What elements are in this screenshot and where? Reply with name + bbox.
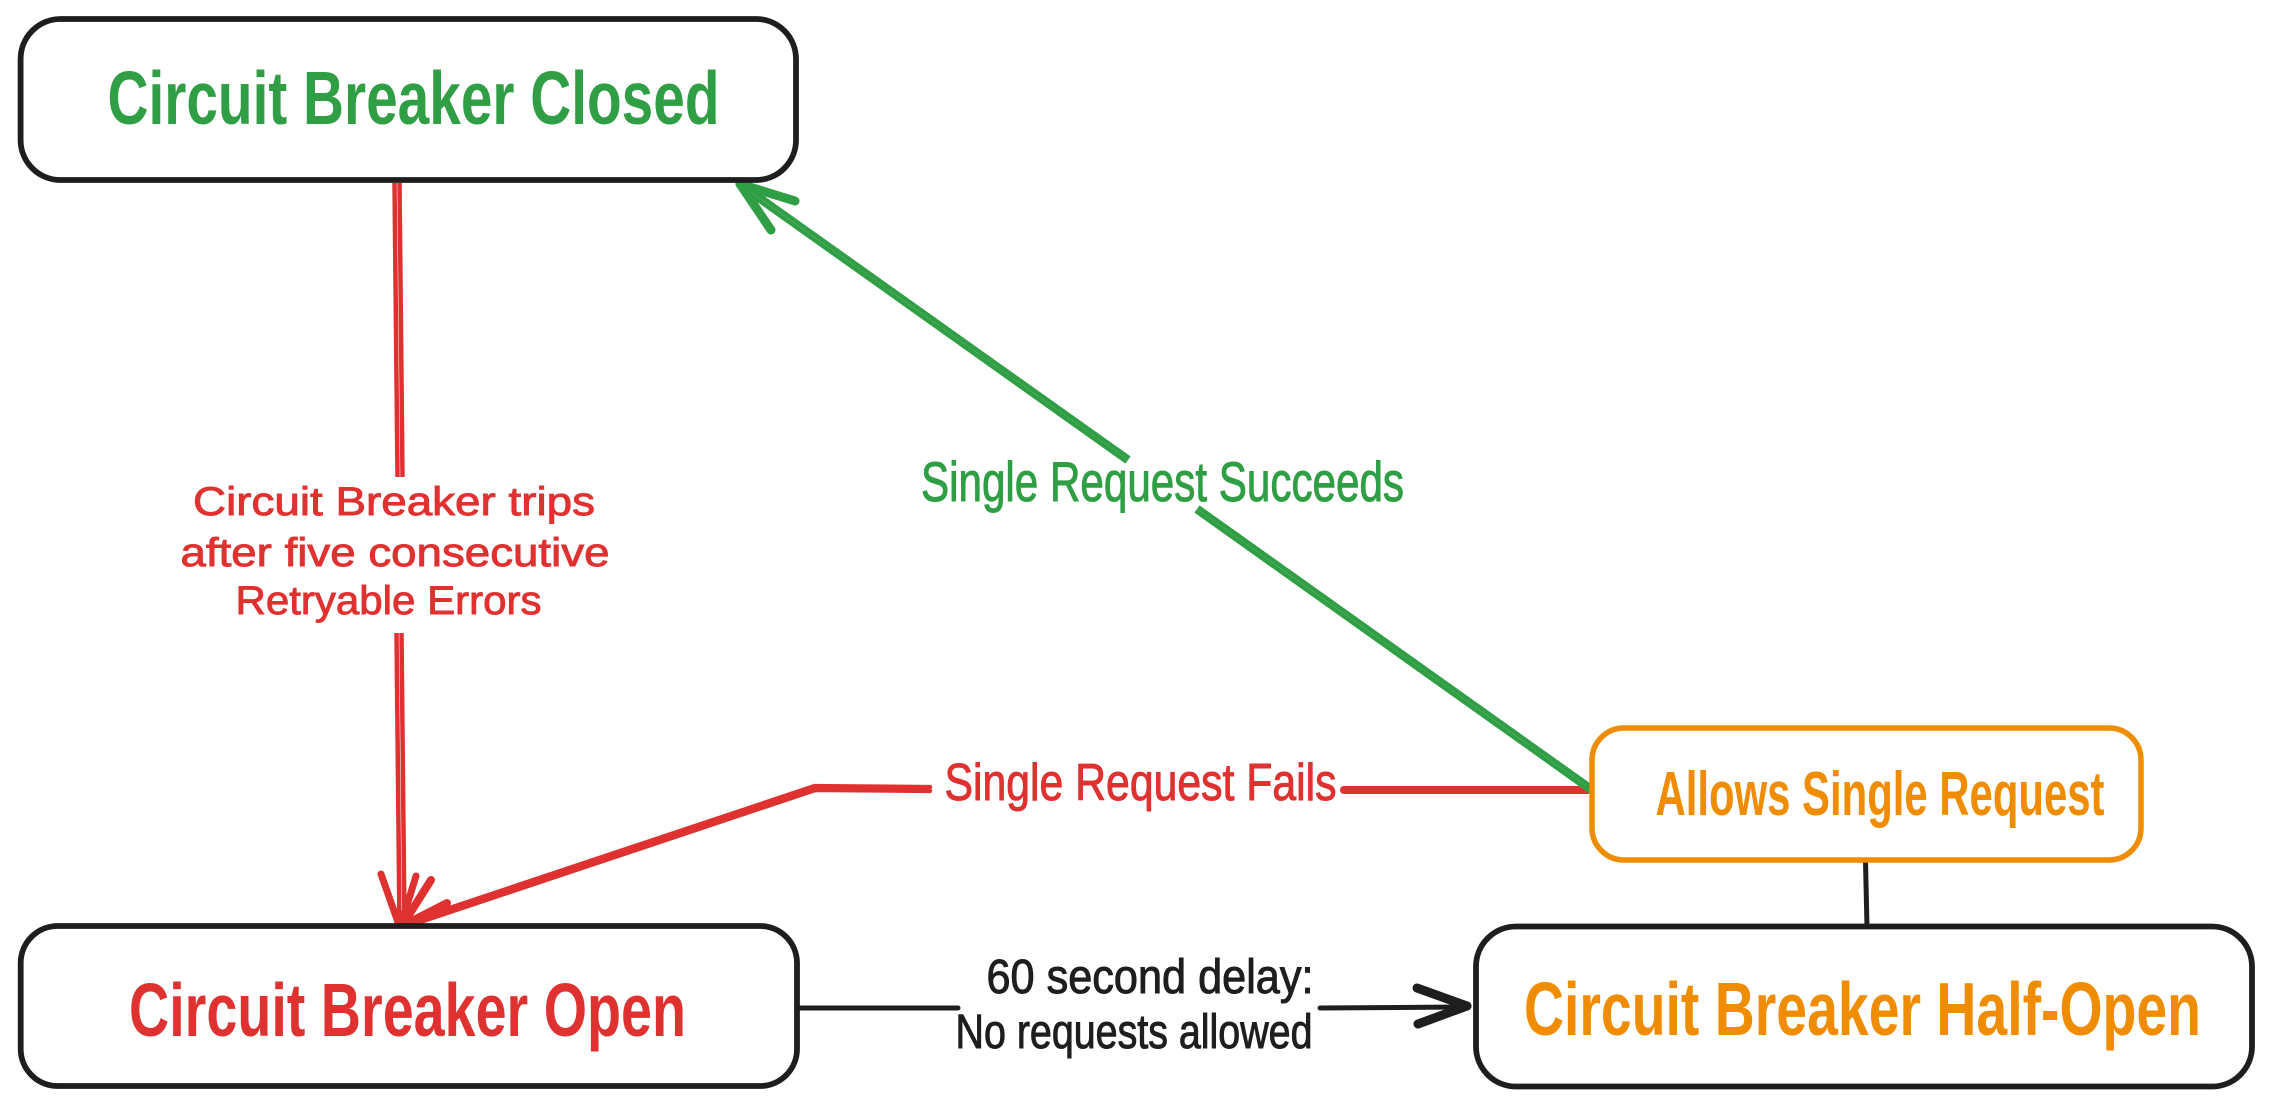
svg-text:Circuit Breaker trips: Circuit Breaker trips xyxy=(193,480,595,524)
svg-text:Circuit Breaker Half-Open: Circuit Breaker Half-Open xyxy=(1524,967,2201,1051)
svg-text:No requests allowed: No requests allowed xyxy=(956,1006,1313,1059)
svg-text:Circuit Breaker Open: Circuit Breaker Open xyxy=(129,968,686,1052)
svg-text:after five consecutive: after five consecutive xyxy=(181,531,610,575)
svg-text:Allows Single Request: Allows Single Request xyxy=(1656,760,2105,829)
svg-text:Single Request Succeeds: Single Request Succeeds xyxy=(921,450,1404,513)
svg-text:60 second delay:: 60 second delay: xyxy=(987,951,1314,1004)
svg-text:Retryable Errors: Retryable Errors xyxy=(236,579,542,623)
svg-text:Single Request Fails: Single Request Fails xyxy=(945,754,1337,812)
svg-text:Circuit Breaker Closed: Circuit Breaker Closed xyxy=(108,56,720,140)
